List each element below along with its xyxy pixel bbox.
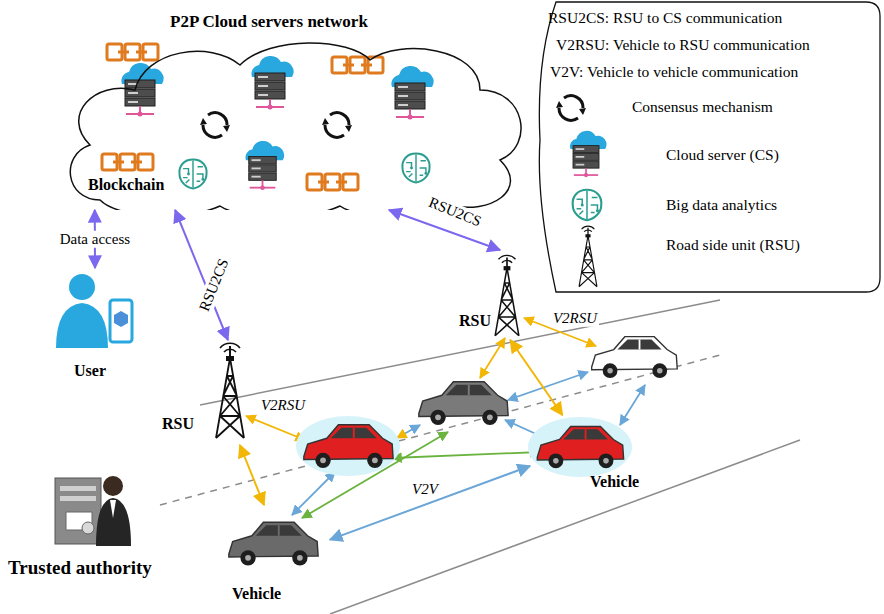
- figure-use: [107, 44, 158, 60]
- vehicles: [229, 337, 677, 566]
- legend-text: Big data analytics: [666, 196, 777, 214]
- link-label: V2RSU: [259, 397, 307, 414]
- figure-rect: [110, 300, 132, 342]
- figure-use: [402, 154, 429, 183]
- figure-use: [121, 63, 163, 116]
- figure-use: [216, 343, 244, 438]
- node-label: User: [74, 362, 106, 380]
- figure-use: [495, 255, 519, 335]
- figure-line: [620, 385, 645, 425]
- legend-text: Road side unit (RSU): [666, 236, 800, 254]
- figure-use: [102, 154, 153, 170]
- user-icon: [56, 274, 132, 348]
- link-arrow: [510, 340, 562, 415]
- figure-circle: [69, 274, 95, 300]
- figure-circle: [82, 522, 94, 534]
- link-arrow: [240, 445, 264, 505]
- figure-rect: [60, 486, 96, 491]
- legend-text: V2V: Vehicle to vehicle communication: [550, 63, 798, 81]
- legend-text: Cloud server (CS): [666, 146, 779, 164]
- figure-use: [200, 113, 230, 138]
- legend-box: [539, 2, 880, 292]
- link-label: RSU2CS: [195, 255, 232, 316]
- figure-use: [179, 160, 206, 189]
- figure-use: [579, 226, 597, 287]
- figure-use: [573, 190, 602, 220]
- figure-rect: [55, 478, 101, 544]
- figure-rect: [60, 496, 96, 501]
- figure-path: [56, 303, 108, 348]
- figure-use: [245, 141, 284, 190]
- figure-use: [251, 56, 293, 109]
- node-label: RSU: [162, 415, 194, 433]
- link-arrow: [330, 466, 530, 540]
- figure-line: [292, 472, 335, 515]
- entity-node: User: [50, 268, 140, 386]
- node-label: Blockchain: [88, 176, 164, 194]
- node-label: RSU: [459, 312, 491, 330]
- node-label: Vehicle: [232, 585, 281, 603]
- link-label: V2RSU: [551, 310, 599, 327]
- towers: [216, 255, 519, 438]
- link-label: Data access: [58, 231, 132, 248]
- figure-use: [229, 522, 318, 565]
- figure-path: [96, 498, 131, 546]
- network-title: P2P Cloud servers network: [170, 12, 368, 32]
- figure-use: [332, 57, 383, 73]
- legend-text: V2RSU: Vehicle to RSU communication: [556, 36, 810, 54]
- figure-ellipse: [296, 416, 400, 476]
- vehicle-links: [246, 318, 645, 518]
- figure-use: [537, 427, 623, 469]
- cloud-network: P2P Cloud servers networkBlockchain: [60, 10, 530, 210]
- figure-circle: [103, 476, 123, 496]
- figure-path: [539, 2, 880, 292]
- figure-line: [160, 355, 720, 505]
- figure-ellipse: [528, 417, 632, 477]
- link-label: V2V: [410, 481, 440, 498]
- figure-use: [556, 96, 586, 121]
- legend-text: Consensus mechanism: [632, 98, 773, 116]
- figure-use: [419, 382, 508, 425]
- legend-text: RSU2CS: RSU to CS communication: [548, 9, 782, 27]
- figure-line: [397, 425, 420, 438]
- node-label: Trusted authority: [8, 557, 152, 579]
- figure-use: [304, 425, 393, 468]
- figure-use: [307, 174, 358, 190]
- road: [160, 300, 800, 614]
- entity-node: Vehicle: [530, 415, 665, 500]
- figure-path: [114, 311, 128, 327]
- entity-node: RSU: [158, 340, 250, 445]
- figure-line: [480, 338, 505, 378]
- figure-line: [246, 416, 305, 440]
- node-label: Vehicle: [590, 473, 639, 491]
- entity-node: Trusted authority: [5, 465, 183, 590]
- figure-use: [322, 113, 352, 138]
- cloud-shape: [70, 43, 521, 210]
- trusted-authority-icon: [55, 476, 131, 546]
- figure-path: [110, 500, 116, 518]
- figure-use: [570, 131, 606, 177]
- figure-use: [391, 66, 433, 119]
- figure-use: [592, 337, 678, 378]
- entity-node: Vehicle: [220, 505, 330, 610]
- entity-node: RSU: [455, 250, 540, 340]
